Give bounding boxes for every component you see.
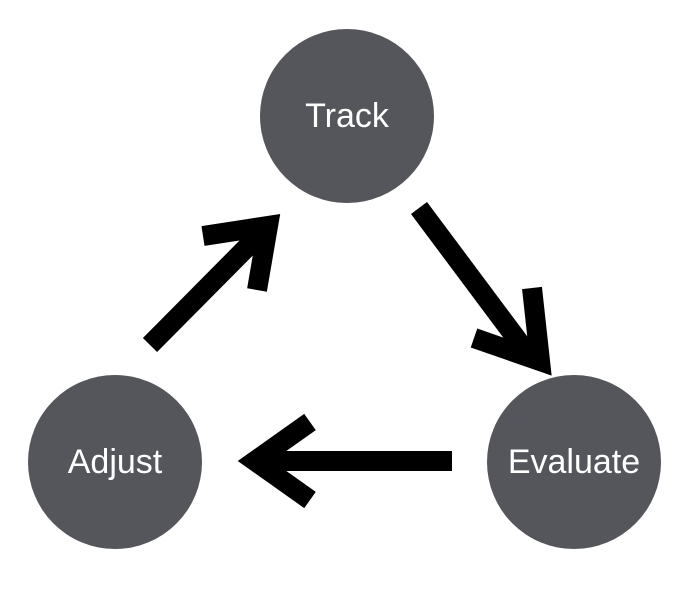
node-evaluate-circle	[487, 375, 661, 549]
node-track: Track	[260, 29, 434, 203]
node-adjust: Adjust	[28, 375, 202, 549]
node-track-label: Track	[305, 97, 390, 135]
arrow-evaluate-to-adjust	[237, 413, 452, 509]
node-evaluate: Evaluate	[487, 375, 661, 549]
arrow-adjust-to-track	[142, 214, 281, 353]
node-evaluate-label: Evaluate	[508, 443, 640, 481]
arrow-track-to-evaluate	[410, 202, 552, 376]
node-track-circle	[260, 29, 434, 203]
node-adjust-circle	[28, 375, 202, 549]
node-adjust-label: Adjust	[68, 443, 163, 481]
